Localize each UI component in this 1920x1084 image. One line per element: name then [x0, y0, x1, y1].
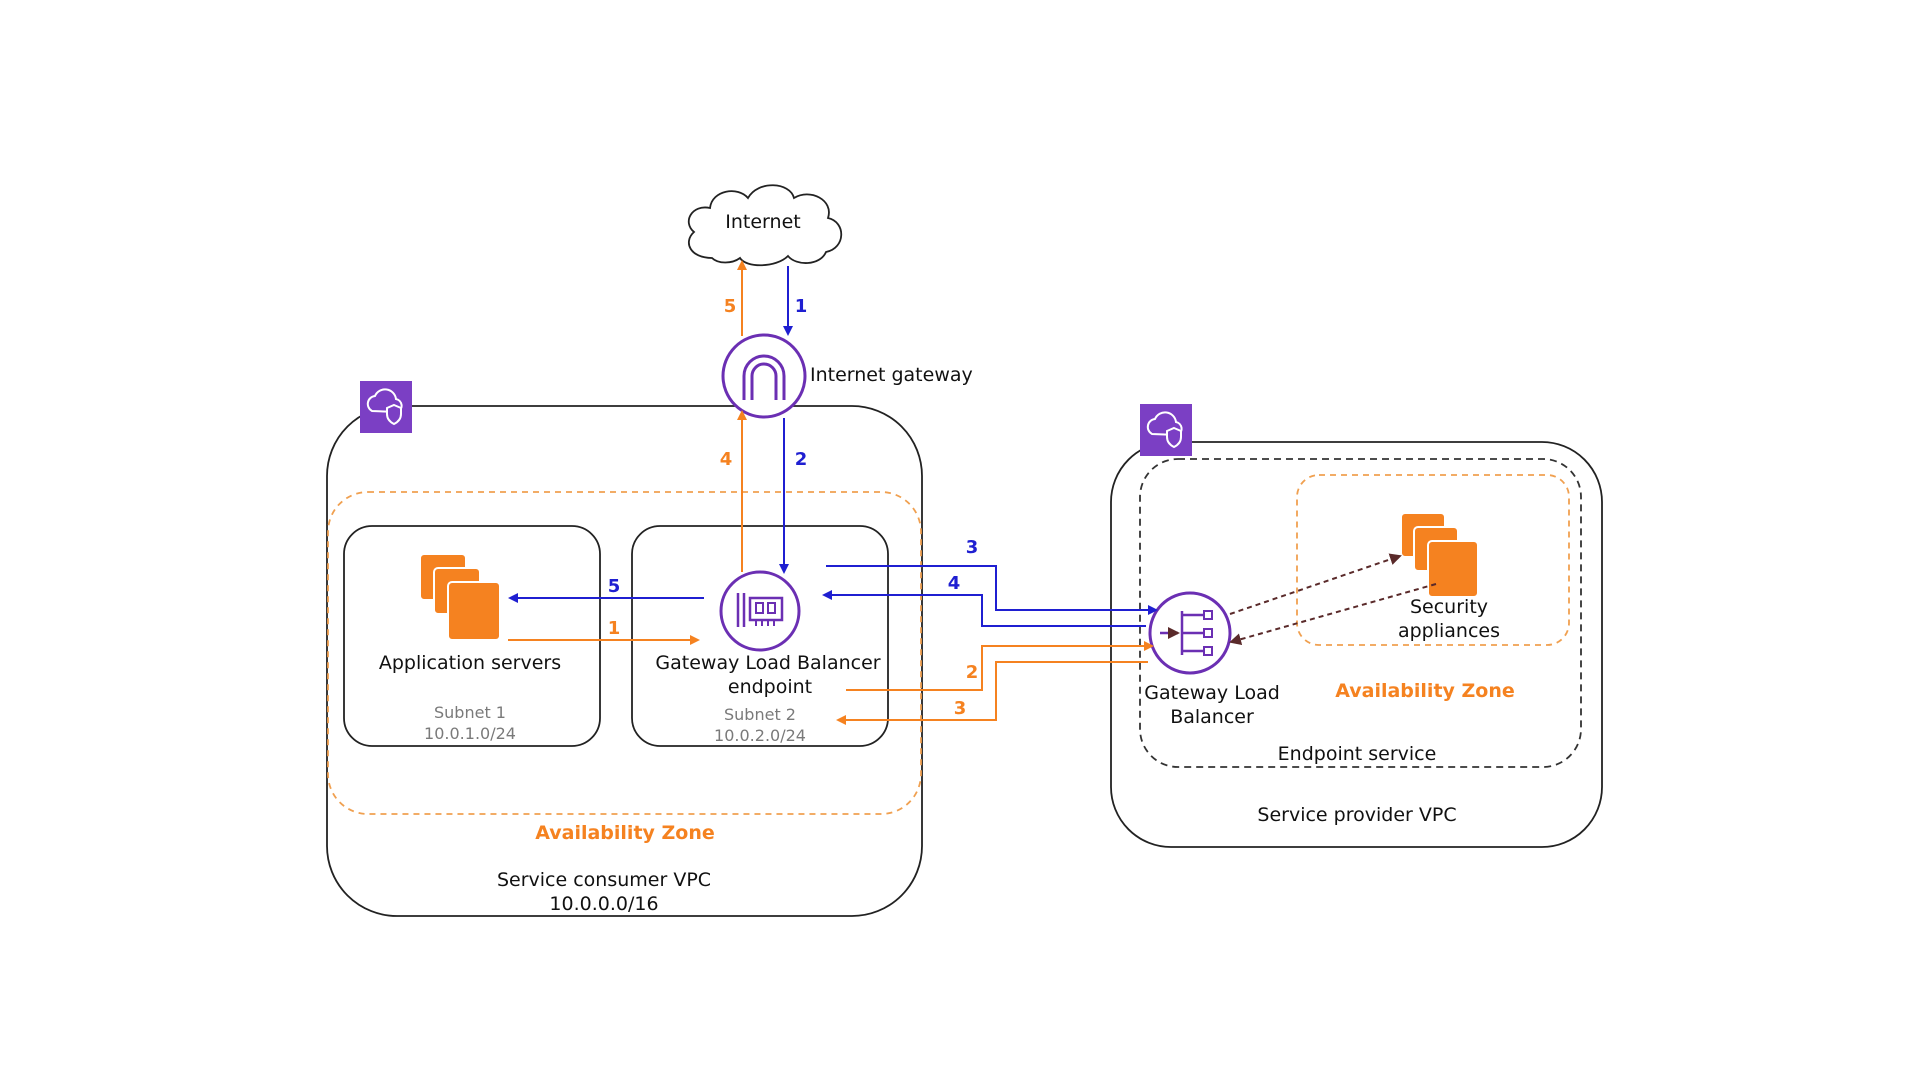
consumer-vpc-cidr: 10.0.0.0/16	[549, 893, 658, 915]
subnet-2-border	[631, 525, 889, 747]
subnet-2-cidr: 10.0.2.0/24	[714, 726, 806, 745]
endpoint-service-border	[1139, 458, 1582, 768]
internet-gateway: Internet gateway	[721, 333, 973, 419]
internet-gateway-icon	[721, 333, 807, 419]
step-label-orange-1: 1	[608, 618, 621, 639]
cloud-icon	[688, 184, 843, 267]
subnet-1-name: Subnet 1	[434, 703, 506, 722]
step-label-blue-5: 5	[608, 576, 621, 597]
security-appliances-label-line2: appliances	[1398, 620, 1500, 642]
gateway-load-balancer-icon	[1148, 591, 1232, 675]
endpoint-service-label: Endpoint service	[1278, 743, 1437, 765]
step-label-orange-2: 2	[966, 662, 979, 683]
service-consumer-vpc: Availability Zone Service consumer VPC 1…	[326, 381, 923, 917]
consumer-vpc-border	[326, 405, 923, 917]
vpc-icon	[1140, 404, 1192, 456]
step-label-orange-5: 5	[724, 296, 737, 317]
provider-vpc-border	[1110, 441, 1603, 848]
gwlb-label-line2: Balancer	[1170, 706, 1254, 728]
provider-vpc-label: Service provider VPC	[1257, 804, 1456, 826]
consumer-az-border	[327, 491, 922, 815]
provider-az-border	[1296, 474, 1570, 646]
flow-arrow-blue-4	[822, 590, 1146, 627]
consumer-az-label: Availability Zone	[535, 822, 715, 844]
consumer-vpc-label: Service consumer VPC	[497, 869, 711, 891]
step-label-orange-4: 4	[720, 449, 733, 470]
subnet-1: Application servers Subnet 1 10.0.1.0/24	[343, 525, 601, 747]
step-label-blue-1: 1	[795, 296, 808, 317]
gwlb-to-appliances-arrow	[1229, 553, 1402, 615]
vpc-icon	[360, 381, 412, 433]
subnet-1-border	[343, 525, 601, 747]
flow-arrow-blue-3	[826, 565, 1158, 615]
step-label-blue-3: 3	[966, 537, 979, 558]
internet-gateway-label: Internet gateway	[810, 364, 973, 386]
step-label-orange-3: 3	[954, 698, 967, 719]
gwlb-endpoint-icon	[719, 570, 801, 652]
gwlb-endpoint-label-line2: endpoint	[728, 676, 812, 698]
flow-arrow-orange-2	[846, 641, 1154, 691]
security-appliances-icon	[1400, 512, 1479, 598]
ec2-instances-icon	[419, 553, 501, 641]
security-appliances-label-line1: Security	[1410, 596, 1488, 618]
step-label-blue-4: 4	[948, 573, 961, 594]
internet-label: Internet	[725, 211, 800, 233]
subnet-2: Gateway Load Balancer endpoint Subnet 2 …	[631, 525, 889, 747]
subnet-1-cidr: 10.0.1.0/24	[424, 724, 516, 743]
application-servers-label: Application servers	[379, 652, 561, 674]
internet-cloud: Internet	[688, 184, 843, 267]
provider-az-label: Availability Zone	[1335, 680, 1515, 702]
step-label-blue-2: 2	[795, 449, 808, 470]
gwlb-endpoint-label-line1: Gateway Load Balancer	[655, 652, 880, 674]
subnet-2-name: Subnet 2	[724, 705, 796, 724]
service-provider-vpc: Endpoint service Service provider VPC Av…	[1110, 404, 1603, 848]
gwlb-label-line1: Gateway Load	[1144, 682, 1280, 704]
flow-arrow-orange-3	[836, 661, 1148, 725]
